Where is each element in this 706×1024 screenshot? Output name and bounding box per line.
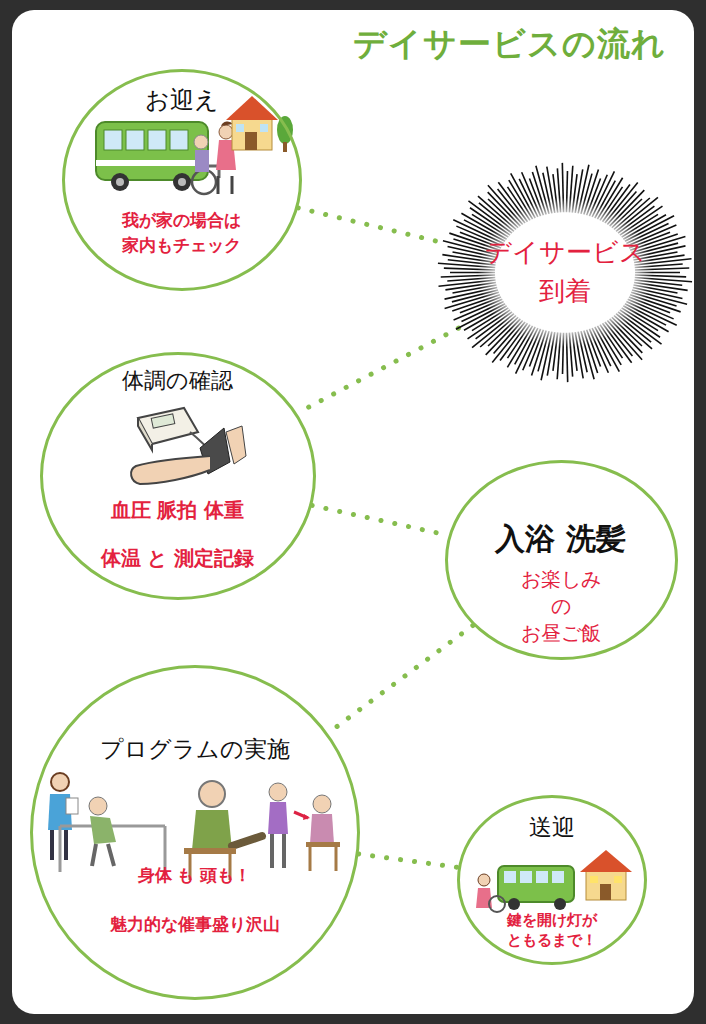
step-heading: 体調の確認	[122, 368, 233, 394]
step-heading: プログラムの実施	[100, 736, 290, 764]
step-circle: 体調の確認血圧 脈拍 体重 体温 と 測定記録	[40, 352, 316, 600]
step-note: 身体 も 頭も！ 魅力的な催事盛り沢山	[92, 851, 297, 950]
step-heading: デイサービス 到着	[480, 233, 650, 311]
sendoff-illustration	[476, 850, 632, 912]
step-note: 血圧 脈拍 体重 体温 と 測定記録	[94, 486, 262, 582]
step-circle: プログラムの実施身体 も 頭も！ 魅力的な催事盛り沢山	[30, 665, 360, 1000]
step-circle: 入浴 洗髪お楽しみ の お昼ご飯	[445, 460, 678, 660]
step-heading: お迎え	[145, 86, 219, 115]
step-note: お楽しみ の お昼ご飯	[513, 566, 608, 647]
step-heading: 入浴 洗髪	[495, 521, 625, 557]
diagram-title: デイサービスの流れ	[353, 22, 666, 67]
step-note: 我が家の場合は 家内もチェック	[107, 208, 257, 257]
step-circle: お迎え我が家の場合は 家内もチェック	[62, 69, 302, 291]
dotted-connector	[298, 208, 444, 243]
house-illustration	[226, 96, 293, 152]
wheelchair-helper	[192, 121, 236, 194]
step-heading: 送迎	[529, 814, 575, 842]
step-note: 鍵を開け灯が ともるまで！	[497, 911, 607, 950]
dotted-connector	[312, 505, 448, 535]
step-circle: 送迎鍵を開け灯が ともるまで！	[457, 795, 647, 965]
dotted-connector	[359, 854, 458, 867]
blood-pressure-illustration	[131, 408, 246, 484]
exercise-illustration	[48, 773, 340, 880]
dotted-connector	[328, 625, 473, 733]
starburst: デイサービス 到着	[440, 165, 690, 380]
dotted-connector	[297, 328, 458, 413]
burst-outline	[440, 165, 690, 380]
